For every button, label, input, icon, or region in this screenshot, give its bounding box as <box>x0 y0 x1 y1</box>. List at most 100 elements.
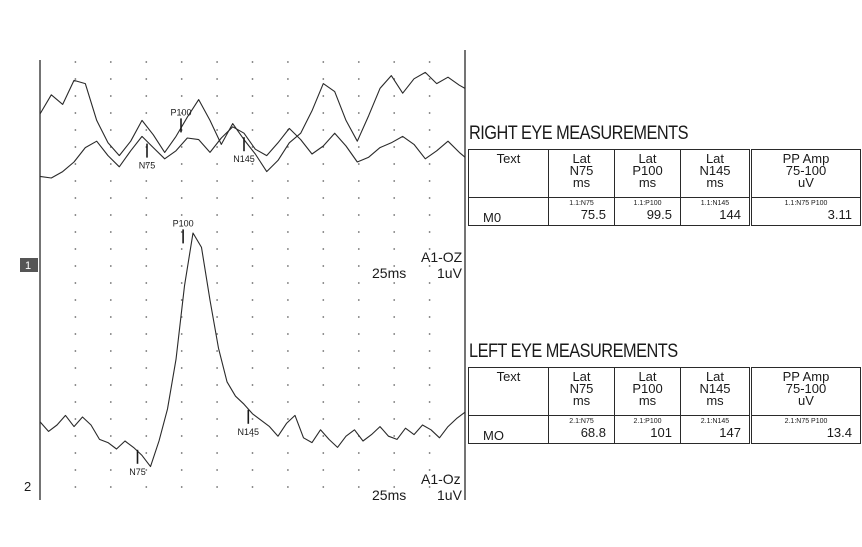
grid-dot <box>428 95 431 97</box>
channel-1-marker-box <box>20 258 38 272</box>
grid-dot <box>109 350 112 352</box>
grid-dot <box>393 231 396 233</box>
grid-dot <box>216 78 219 80</box>
grid-dot <box>357 231 360 233</box>
grid-dot <box>322 61 325 63</box>
grid-dot <box>322 486 325 488</box>
channel-2-trace-1 <box>39 232 466 468</box>
grid-dot <box>216 452 219 454</box>
grid-dot <box>145 231 148 233</box>
grid-dot <box>393 418 396 420</box>
grid-dot <box>428 316 431 318</box>
grid-dot <box>251 78 254 80</box>
grid-dot <box>287 401 289 403</box>
grid-dot <box>428 384 431 386</box>
channel-1-trace-1 <box>39 71 466 173</box>
grid-dot <box>287 435 289 437</box>
grid-dot <box>216 146 219 148</box>
grid-dot <box>74 231 77 233</box>
grid-dot <box>251 231 254 233</box>
grid-dot <box>74 316 77 318</box>
grid-dot <box>322 316 325 318</box>
grid-dot <box>322 231 325 233</box>
grid-dot <box>428 180 431 182</box>
grid-dot <box>109 129 112 131</box>
channel-1-p100-label: P100 <box>170 107 191 117</box>
grid-dot <box>322 350 325 352</box>
grid-dot <box>322 333 325 335</box>
left-eye-title: LEFT EYE MEASUREMENTS <box>469 341 678 362</box>
right-eye-title: RIGHT EYE MEASUREMENTS <box>469 123 688 144</box>
grid-dot <box>180 418 183 420</box>
grid-dot <box>109 231 112 233</box>
grid-dot <box>287 299 289 301</box>
grid-dot <box>251 435 254 437</box>
grid-dot <box>287 316 289 318</box>
header-lat-p100: Lat P100 ms <box>614 367 681 416</box>
grid-dot <box>287 486 289 488</box>
grid-dot <box>109 248 112 250</box>
grid-dot <box>109 282 112 284</box>
grid-dot <box>109 180 112 182</box>
grid-dot <box>216 469 219 471</box>
grid-dot <box>74 95 77 97</box>
channel-2-amp-scale: 1uV <box>437 487 463 503</box>
grid-dot <box>428 231 431 233</box>
grid-dot <box>74 180 77 182</box>
grid-dot <box>251 316 254 318</box>
channel-2-number: 2 <box>24 479 31 494</box>
grid-dot <box>180 486 183 488</box>
grid-dot <box>145 401 148 403</box>
grid-dot <box>428 350 431 352</box>
grid-dot <box>287 452 289 454</box>
grid-dot <box>216 401 219 403</box>
grid-dot <box>216 282 219 284</box>
channel-2-p100-label: P100 <box>173 218 194 228</box>
left-eye-header-row: Text Lat N75 ms Lat P100 ms Lat N145 ms … <box>468 367 861 416</box>
grid-dot <box>145 78 148 80</box>
right-eye-n145-cell: 1.1:N145 144 <box>680 197 752 226</box>
header-text: Text <box>468 367 549 416</box>
grid-dot <box>109 95 112 97</box>
grid-dot <box>74 350 77 352</box>
grid-dot <box>216 180 219 182</box>
grid-dot <box>393 129 396 131</box>
grid-dot <box>322 214 325 216</box>
grid-dot <box>180 214 183 216</box>
grid-dot <box>428 333 431 335</box>
grid-dot <box>251 180 254 182</box>
header-lat-n75: Lat N75 ms <box>548 149 615 198</box>
grid-dot <box>216 316 219 318</box>
waveform-traces <box>39 71 466 468</box>
grid-dot <box>109 384 112 386</box>
grid-dot <box>109 435 112 437</box>
grid-dot <box>109 418 112 420</box>
grid-dot <box>145 418 148 420</box>
grid-dot <box>393 61 396 63</box>
grid-dot <box>393 333 396 335</box>
grid-dot <box>287 282 289 284</box>
grid-dot <box>74 282 77 284</box>
grid-dot <box>428 78 431 80</box>
grid-dot <box>180 350 183 352</box>
grid-dot <box>251 197 254 199</box>
left-eye-amp-cell: 2.1:N75 P100 13.4 <box>750 415 861 444</box>
grid-dot <box>180 163 183 165</box>
grid-dot <box>393 282 396 284</box>
grid-dot <box>428 299 431 301</box>
channel-1-amp-scale: 1uV <box>437 265 463 281</box>
grid-dot <box>74 333 77 335</box>
grid-dot <box>180 299 183 301</box>
header-text: Text <box>468 149 549 198</box>
grid-dot <box>180 282 183 284</box>
grid-dot <box>393 95 396 97</box>
left-eye-value-row: MO 2.1:N75 68.8 2.1:P100 101 2.1:N145 14… <box>468 415 861 444</box>
grid-dot <box>251 401 254 403</box>
grid-dot <box>180 384 183 386</box>
channel-1-time-scale: 25ms <box>372 265 406 281</box>
grid-dot <box>145 333 148 335</box>
grid-dot <box>251 282 254 284</box>
right-eye-n75-cell: 1.1:N75 75.5 <box>548 197 615 226</box>
channel-1-n145-label: N145 <box>233 154 255 164</box>
grid-dot <box>145 163 148 165</box>
